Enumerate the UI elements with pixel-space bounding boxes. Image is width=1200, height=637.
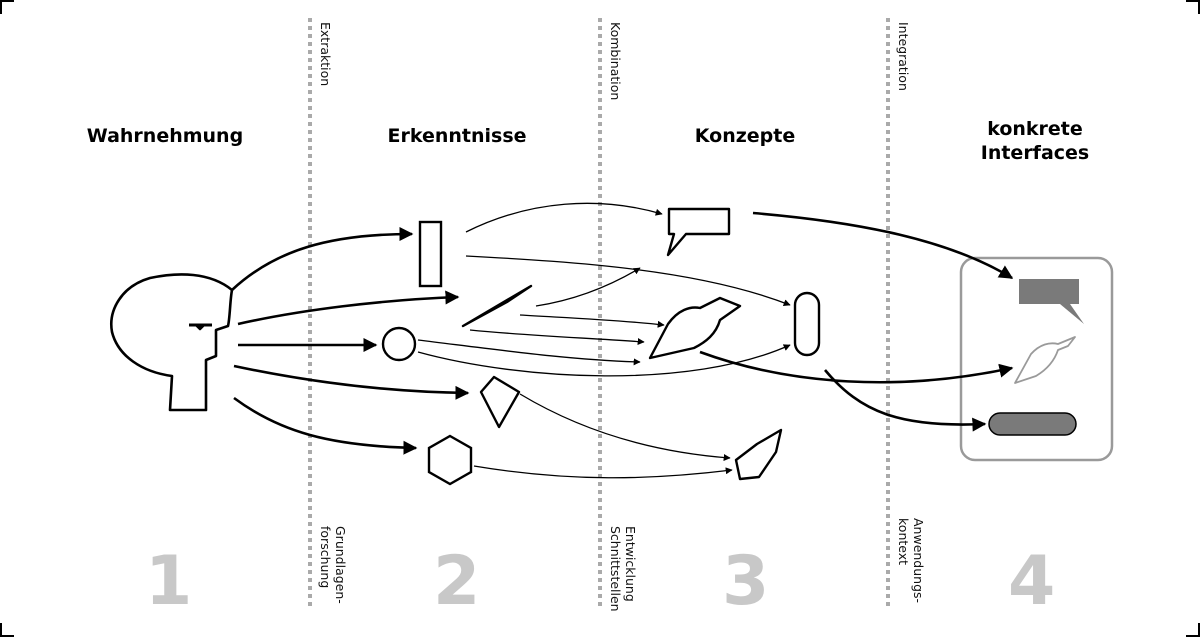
integration-arrows bbox=[699, 211, 1014, 432]
interface-speech-bubble-icon bbox=[1019, 279, 1084, 324]
crop-mark-bottom-right bbox=[1186, 623, 1200, 637]
label-integration: Integration bbox=[896, 22, 911, 91]
head-icon bbox=[110, 273, 234, 412]
divider-lines bbox=[308, 18, 890, 610]
heading-konkrete-interfaces: konkrete Interfaces bbox=[980, 118, 1090, 164]
heading-konzepte: Konzepte bbox=[694, 125, 796, 147]
label-anwendungskontext: Anwendungs- kontext bbox=[896, 518, 926, 604]
arrow-head-to-triangle bbox=[237, 290, 460, 326]
crop-mark-top-left bbox=[0, 0, 14, 14]
label-kombination: Kombination bbox=[608, 22, 623, 101]
hexagon-icon bbox=[427, 434, 473, 486]
perception-arrows bbox=[231, 227, 470, 455]
step-number-3: 3 bbox=[722, 542, 770, 621]
circle-icon bbox=[381, 326, 417, 362]
triangle-icon bbox=[461, 284, 533, 328]
arrow-head-to-hexagon bbox=[233, 396, 418, 455]
step-number-2: 2 bbox=[433, 542, 481, 621]
heading-wahrnehmung: Wahrnehmung bbox=[86, 125, 244, 147]
rectangle-icon bbox=[418, 220, 443, 288]
interface-capsule-icon bbox=[988, 412, 1077, 436]
capsule-icon bbox=[793, 291, 821, 357]
arrow-bubble-to-interface bbox=[752, 211, 1014, 280]
step-number-1: 1 bbox=[145, 542, 193, 621]
heading-erkenntnisse: Erkenntnisse bbox=[387, 125, 527, 147]
lens-icon bbox=[734, 428, 783, 481]
label-extraktion: Extraktion bbox=[318, 22, 333, 87]
step-number-4: 4 bbox=[1008, 542, 1056, 621]
combination-arrows bbox=[417, 202, 791, 479]
arrow-leaf-to-interface bbox=[699, 350, 1014, 384]
interface-leaf-icon bbox=[1014, 336, 1076, 384]
leaf-icon bbox=[648, 296, 742, 360]
speech-bubble-icon bbox=[666, 207, 731, 257]
arrow-head-to-rectangle bbox=[231, 227, 414, 291]
crop-mark-top-right bbox=[1186, 0, 1200, 14]
label-entwicklung-schnittstellen: Entwicklung Schnittstellen bbox=[608, 526, 638, 612]
label-grundlagenforschung: Grundlagen- forschung bbox=[318, 526, 348, 604]
arrow-capsule-to-interface bbox=[824, 369, 987, 432]
kite-icon bbox=[479, 375, 521, 429]
arrow-head-to-kite bbox=[233, 364, 470, 400]
crop-mark-bottom-left bbox=[0, 623, 14, 637]
interfaces-frame bbox=[959, 256, 1114, 462]
